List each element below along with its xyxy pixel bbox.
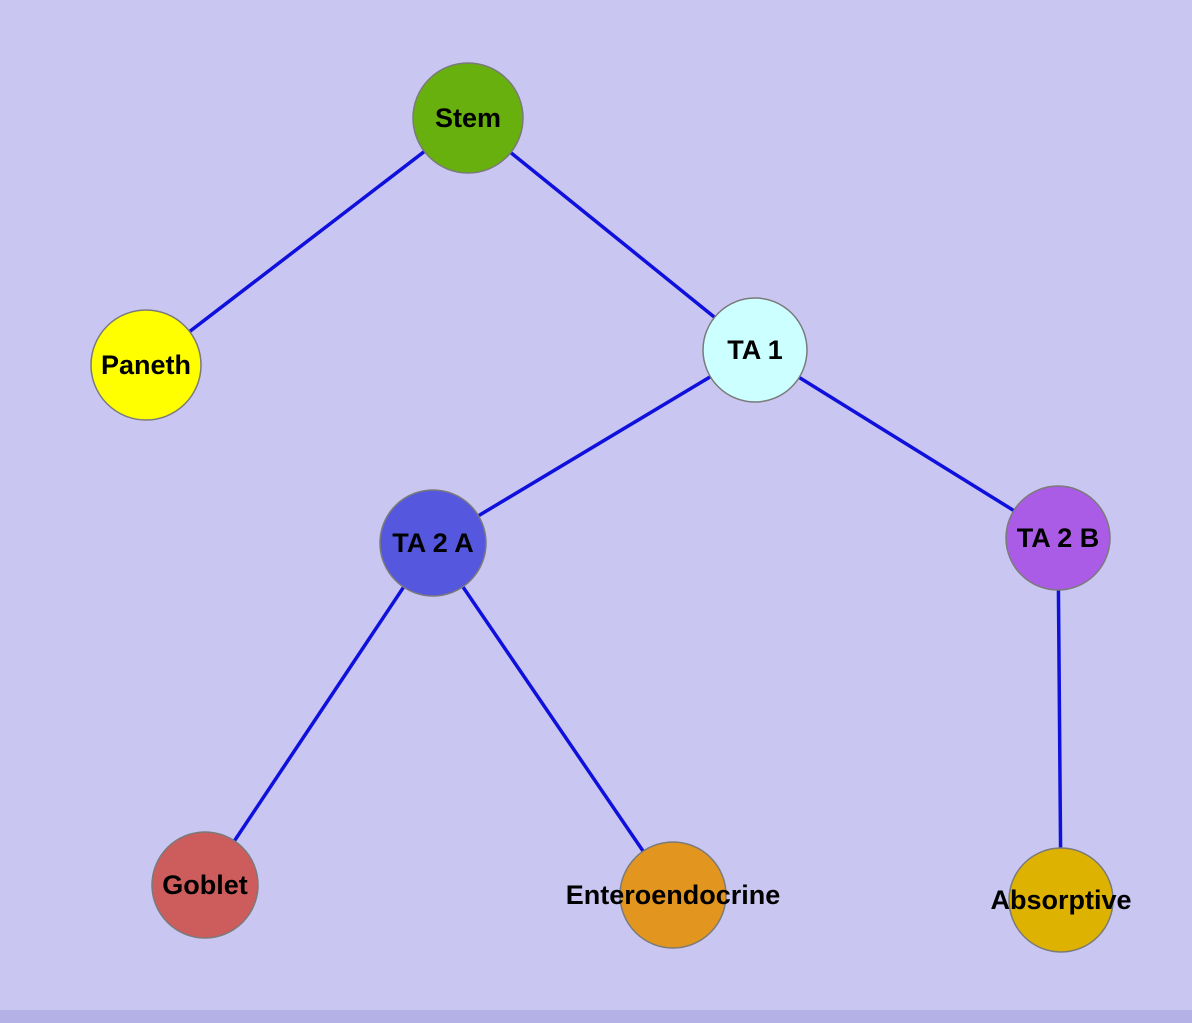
edge-ta1-ta2b [754,348,1059,540]
node-label-enteroendocrine: Enteroendocrine [566,880,781,910]
node-ta1: TA 1 [702,297,808,403]
node-label-ta2b: TA 2 B [1017,523,1100,553]
edge-ta2a-enteroendocrine [431,542,675,896]
edge-ta2b-absorptive [1056,537,1063,901]
node-circle-absorptive [1008,847,1114,953]
node-stem: Stem [412,62,524,174]
node-circle-ta1 [702,297,808,403]
node-label-goblet: Goblet [162,870,248,900]
node-circle-goblet [151,831,259,939]
node-circle-enteroendocrine [619,841,727,949]
node-label-absorptive: Absorptive [990,885,1131,915]
node-circle-ta2b [1005,485,1111,591]
node-goblet: Goblet [151,831,259,939]
node-paneth: Paneth [90,309,202,421]
node-circle-ta2a [379,489,487,597]
node-label-ta2a: TA 2 A [392,528,474,558]
edge-ta1-ta2a [432,348,756,545]
node-label-ta1: TA 1 [727,335,783,365]
edge-stem-paneth [144,116,470,367]
node-ta2b: TA 2 B [1005,485,1111,591]
node-label-stem: Stem [435,103,501,133]
edge-stem-ta1 [466,116,757,352]
node-enteroendocrine: Enteroendocrine [566,841,781,949]
node-circle-paneth [90,309,202,421]
node-circle-stem [412,62,524,174]
edge-ta2a-goblet [203,542,435,886]
plot-bottom-edge [0,1010,1192,1023]
node-ta2a: TA 2 A [379,489,487,597]
node-absorptive: Absorptive [990,847,1132,953]
node-label-paneth: Paneth [101,350,191,380]
